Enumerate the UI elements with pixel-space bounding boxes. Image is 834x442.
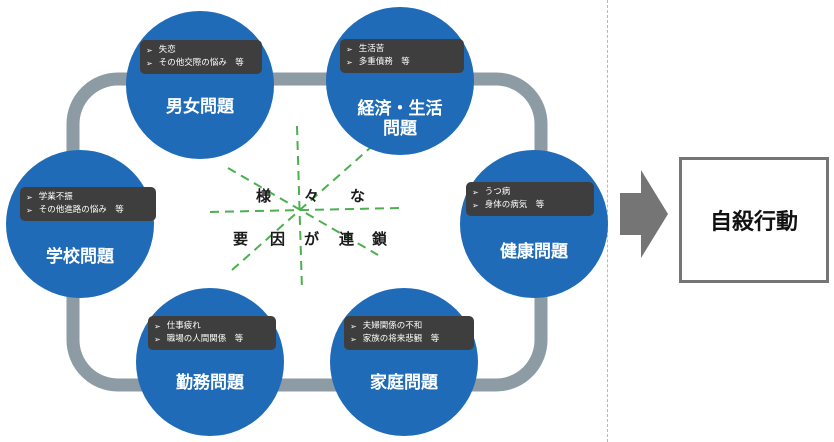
- problem-title: 学校問題: [46, 247, 114, 267]
- example-item: ➢その他交際の悩み 等: [146, 58, 244, 68]
- bullet-arrow-icon: ➢: [346, 58, 353, 67]
- bullet-arrow-icon: ➢: [346, 45, 353, 54]
- problem-title: 経済・生活 問題: [357, 99, 443, 139]
- center-text-char: な: [350, 187, 366, 205]
- bullet-arrow-icon: ➢: [26, 193, 33, 202]
- outcome-box: 自殺行動: [679, 157, 829, 283]
- example-item: ➢家族の将来悲観 等: [350, 334, 440, 344]
- bullet-arrow-icon: ➢: [472, 201, 479, 210]
- example-item: ➢仕事疲れ: [154, 321, 201, 331]
- example-item: ➢夫婦関係の不和: [350, 321, 423, 331]
- bullet-arrow-icon: ➢: [154, 322, 161, 331]
- example-item: ➢生活苦: [346, 44, 385, 54]
- problem-title: 家庭問題: [370, 373, 438, 393]
- outcome-label: 自殺行動: [709, 210, 798, 235]
- example-item: ➢学業不振: [26, 192, 73, 202]
- example-item: ➢職場の人間関係 等: [154, 334, 244, 344]
- examples-box: ➢学業不振 ➢その他進路の悩み 等: [20, 187, 156, 221]
- center-text-char: 因: [270, 230, 286, 248]
- example-item: ➢その他進路の悩み 等: [26, 205, 124, 215]
- example-item: ➢うつ病: [472, 187, 511, 197]
- problem-title: 勤務問題: [176, 373, 244, 393]
- problem-circle-family: ➢夫婦関係の不和 ➢家族の将来悲観 等 家庭問題: [330, 288, 478, 436]
- bullet-arrow-icon: ➢: [146, 59, 153, 68]
- examples-box: ➢失恋 ➢その他交際の悩み 等: [140, 40, 262, 74]
- example-item: ➢身体の病気 等: [472, 200, 545, 210]
- bullet-arrow-icon: ➢: [350, 322, 357, 331]
- center-text-char: 鎖: [372, 230, 388, 248]
- center-text-char: 要: [233, 230, 249, 248]
- problem-circle-economy: ➢生活苦 ➢多重債務 等 経済・生活 問題: [326, 7, 474, 155]
- examples-box: ➢夫婦関係の不和 ➢家族の将来悲観 等: [344, 316, 474, 350]
- examples-box: ➢うつ病 ➢身体の病気 等: [466, 182, 594, 216]
- problem-circle-school: ➢学業不振 ➢その他進路の悩み 等 学校問題: [6, 150, 156, 298]
- examples-box: ➢仕事疲れ ➢職場の人間関係 等: [148, 316, 276, 350]
- example-item: ➢失恋: [146, 45, 176, 55]
- examples-box: ➢生活苦 ➢多重債務 等: [340, 39, 464, 73]
- bullet-arrow-icon: ➢: [146, 46, 153, 55]
- bullet-arrow-icon: ➢: [154, 335, 161, 344]
- example-item: ➢多重債務 等: [346, 57, 410, 67]
- bullet-arrow-icon: ➢: [472, 188, 479, 197]
- problem-title: 健康問題: [500, 242, 568, 262]
- problem-circle-romance: ➢失恋 ➢その他交際の悩み 等 男女問題: [126, 11, 274, 159]
- problem-circle-work: ➢仕事疲れ ➢職場の人間関係 等 勤務問題: [136, 288, 284, 436]
- center-text-char: が: [304, 230, 320, 248]
- center-text-char: 連: [339, 230, 355, 248]
- problem-circle-health: ➢うつ病 ➢身体の病気 等 健康問題: [460, 150, 608, 298]
- center-text-char: 々: [304, 187, 320, 205]
- center-text-char: 様: [256, 187, 272, 205]
- bullet-arrow-icon: ➢: [350, 335, 357, 344]
- problem-title: 男女問題: [166, 97, 234, 117]
- chain-starburst: [209, 125, 401, 291]
- bullet-arrow-icon: ➢: [26, 206, 33, 215]
- arrow-icon: [620, 170, 668, 258]
